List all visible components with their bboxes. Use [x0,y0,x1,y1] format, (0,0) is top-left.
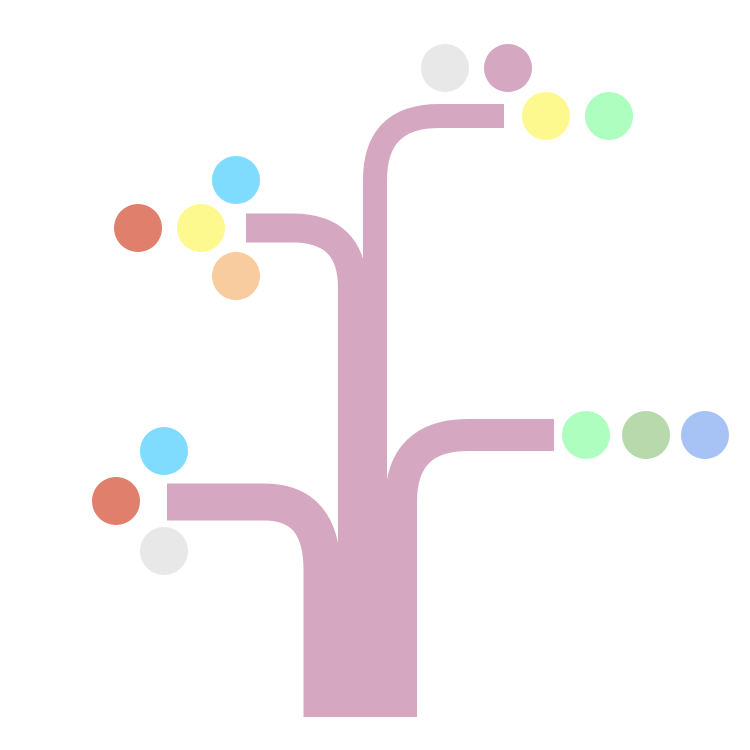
leaves [92,44,729,575]
leaf-right-sage [622,411,670,459]
leaf-top-yellow [522,92,570,140]
leaf-right-periwinkle [681,411,729,459]
branches [167,104,554,717]
branch-lower-left [167,483,341,717]
leaf-upper-left-terracotta [114,204,162,252]
leaf-right-mint [562,411,610,459]
leaf-upper-left-yellow [177,204,225,252]
leaf-top-pink [484,44,532,92]
branch-top [363,104,504,600]
leaf-top-gray [421,44,469,92]
leaf-upper-left-peach [212,252,260,300]
branch-upper-left [246,213,367,600]
leaf-lower-left-sky [140,427,188,475]
leaf-top-mint [585,92,633,140]
leaf-lower-left-terracotta [92,477,140,525]
leaf-upper-left-sky [212,156,260,204]
branch-right [385,419,554,600]
leaf-lower-left-gray [140,527,188,575]
